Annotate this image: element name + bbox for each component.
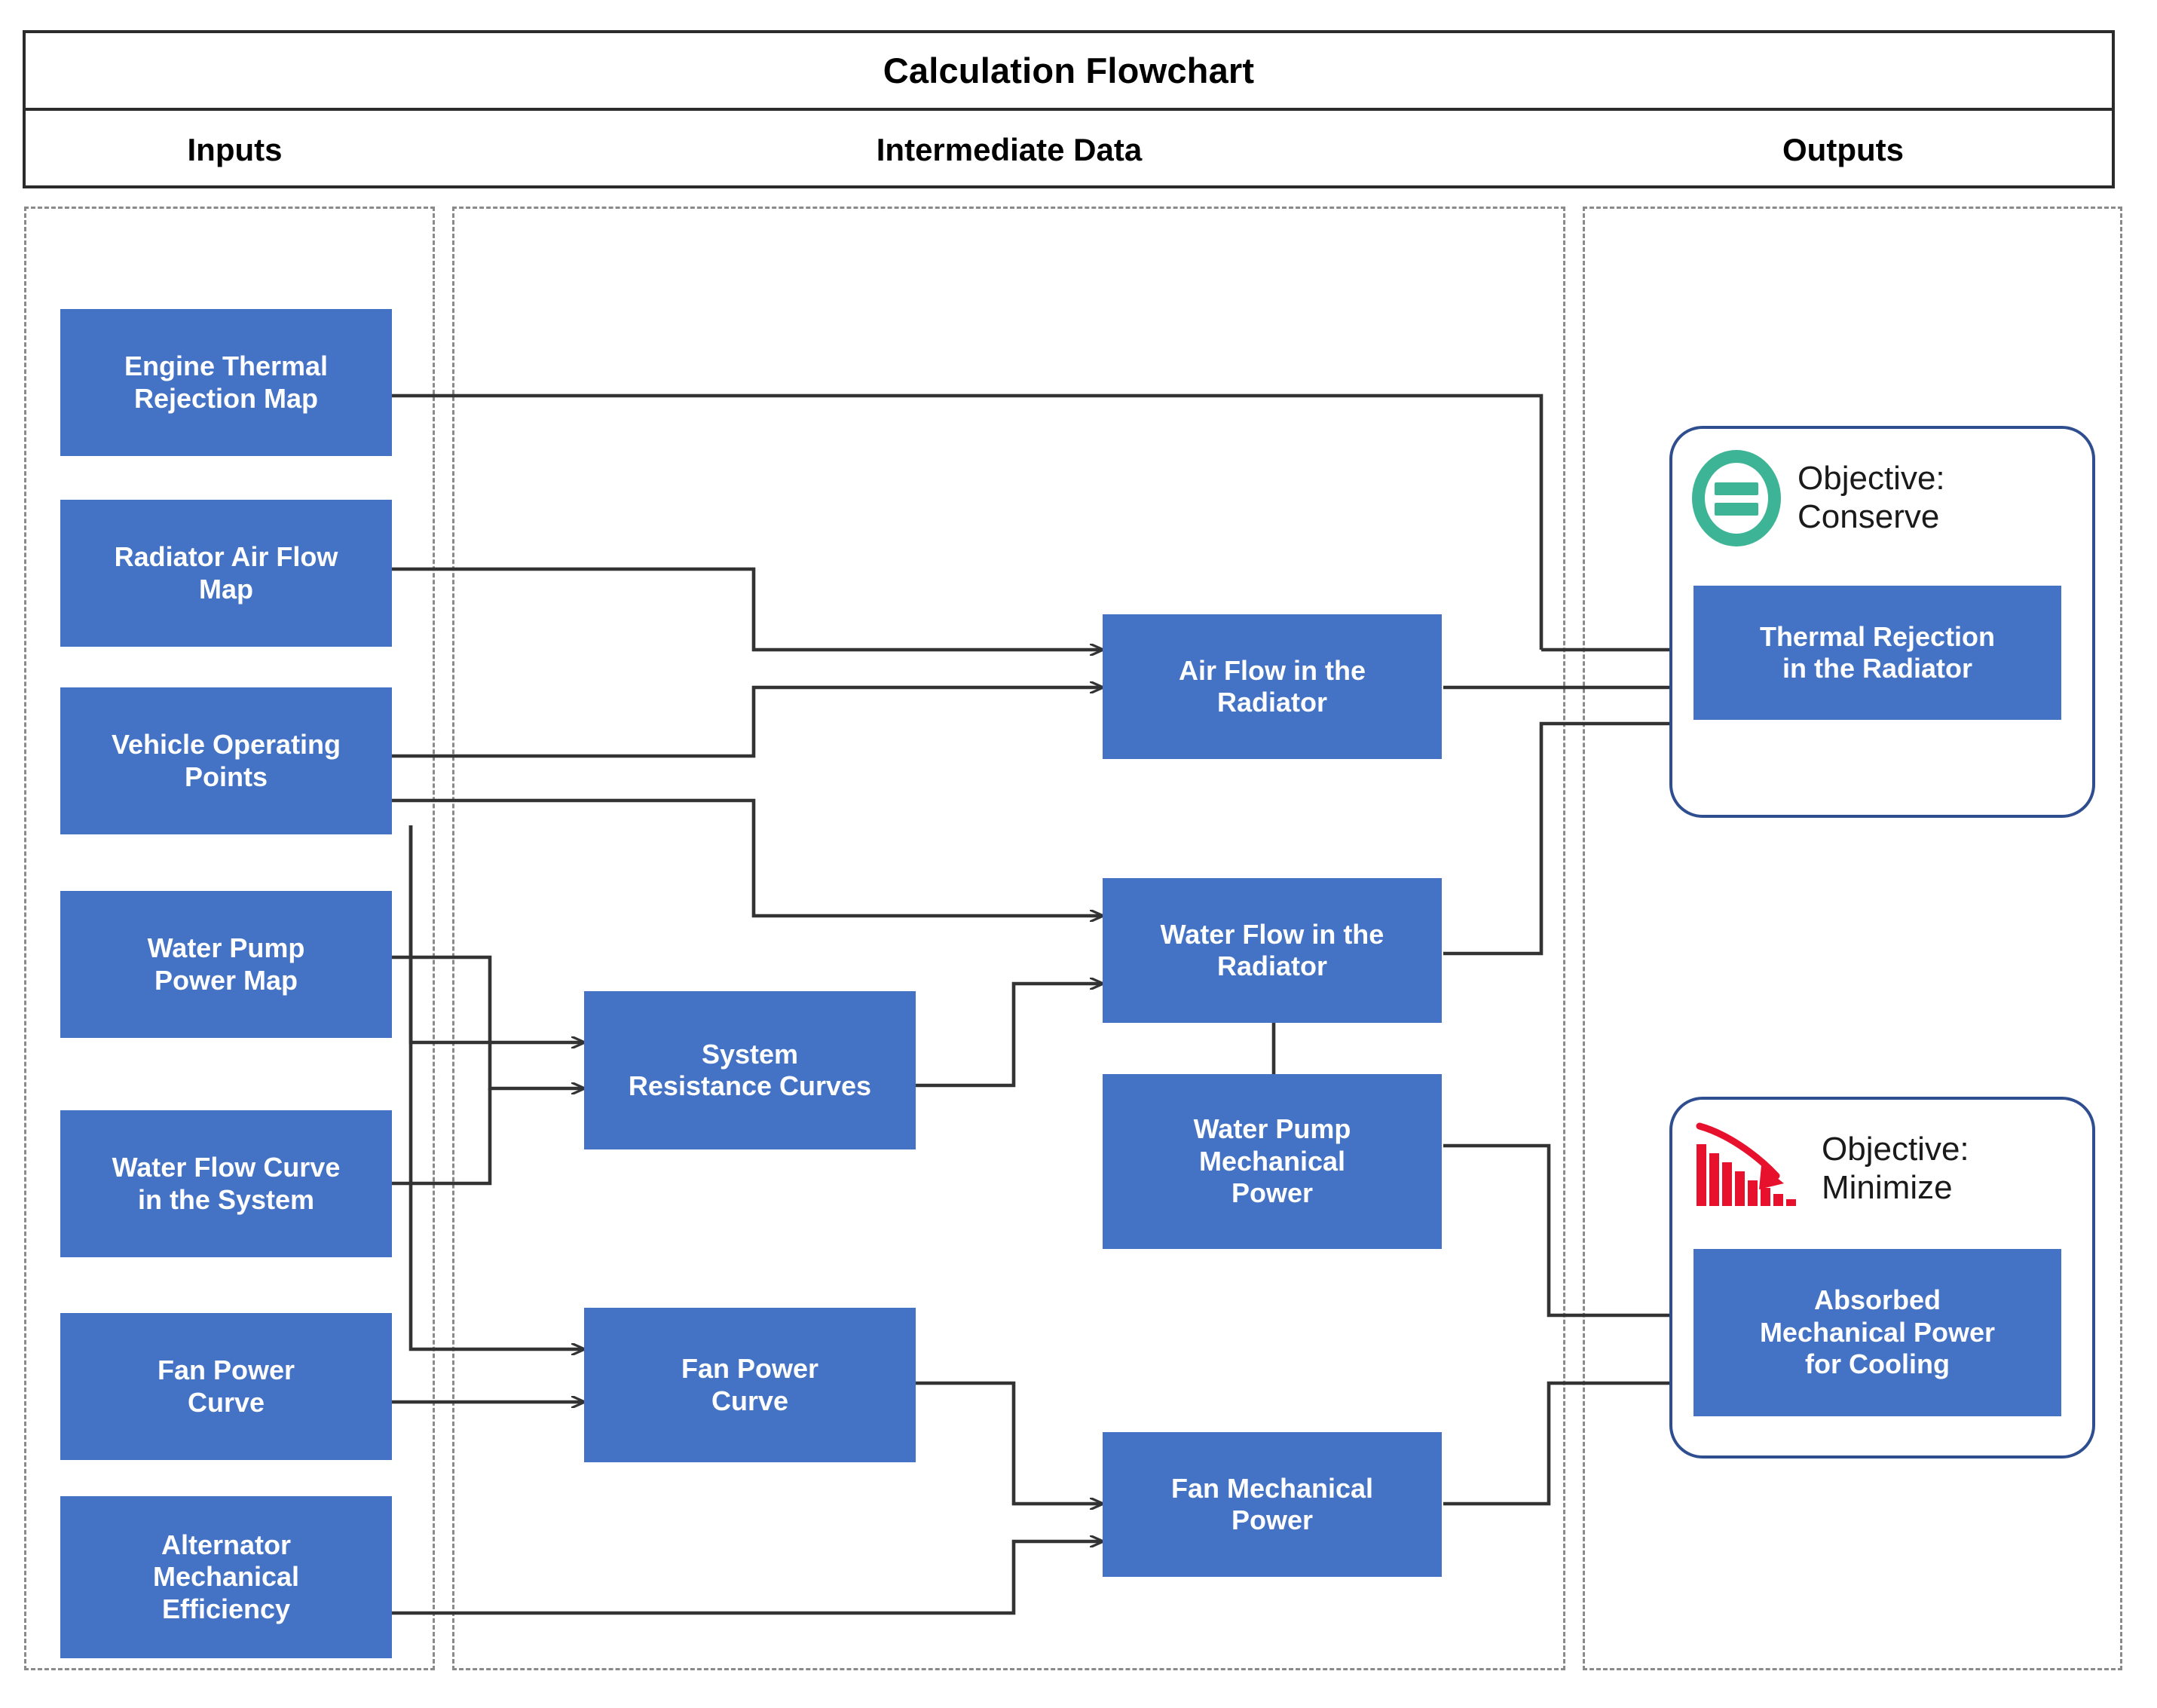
input-box-vehicle-operating-points[interactable]: Vehicle Operating Points [60,687,392,834]
objective-card-minimize[interactable]: Objective: Minimize Absorbed Mechanical … [1669,1097,2095,1459]
declining-bar-chart-icon [1692,1122,1805,1217]
column-header-intermediate-data: Intermediate Data [876,131,1143,167]
header-table: Calculation Flowchart Inputs Intermediat… [23,30,2115,188]
objective-minimize-label: Objective: Minimize [1822,1131,1969,1206]
objective-conserve-label: Objective: Conserve [1798,460,1945,535]
intermediate-box-fan-mechanical-power[interactable]: Fan Mechanical Power [1103,1432,1442,1577]
input-box-alternator-mechanical-efficiency[interactable]: Alternator Mechanical Efficiency [60,1496,392,1658]
intermediate-box-air-flow-in-the-radiator[interactable]: Air Flow in the Radiator [1103,614,1442,759]
column-header-inputs: Inputs [187,131,283,167]
objective-conserve-header: Objective: Conserve [1692,445,2077,551]
input-box-fan-power-curve[interactable]: Fan Power Curve [60,1313,392,1460]
objective-minimize-header: Objective: Minimize [1692,1116,2077,1222]
intermediate-box-system-resistance-curves[interactable]: System Resistance Curves [584,991,916,1149]
input-box-water-flow-curve-in-the-system[interactable]: Water Flow Curve in the System [60,1110,392,1257]
objective-card-conserve[interactable]: Objective: Conserve Thermal Rejection in… [1669,426,2095,818]
intermediate-box-water-flow-in-the-radiator[interactable]: Water Flow in the Radiator [1103,878,1442,1023]
input-box-engine-thermal-rejection-map[interactable]: Engine Thermal Rejection Map [60,309,392,456]
input-box-radiator-air-flow-map[interactable]: Radiator Air Flow Map [60,500,392,647]
output-box-thermal-rejection-in-the-radiator[interactable]: Thermal Rejection in the Radiator [1693,586,2061,720]
header-columns-row: Inputs Intermediate Data Outputs [26,111,2112,188]
output-box-absorbed-mechanical-power-for-cooling[interactable]: Absorbed Mechanical Power for Cooling [1693,1249,2061,1416]
equals-circle-icon [1692,450,1781,546]
intermediate-box-water-pump-mechanical-power[interactable]: Water Pump Mechanical Power [1103,1074,1442,1249]
header-title-row: Calculation Flowchart [26,33,2112,111]
page-title: Calculation Flowchart [883,51,1255,90]
column-header-outputs: Outputs [1782,131,1904,167]
input-box-water-pump-power-map[interactable]: Water Pump Power Map [60,891,392,1038]
intermediate-box-fan-power-curve[interactable]: Fan Power Curve [584,1308,916,1462]
